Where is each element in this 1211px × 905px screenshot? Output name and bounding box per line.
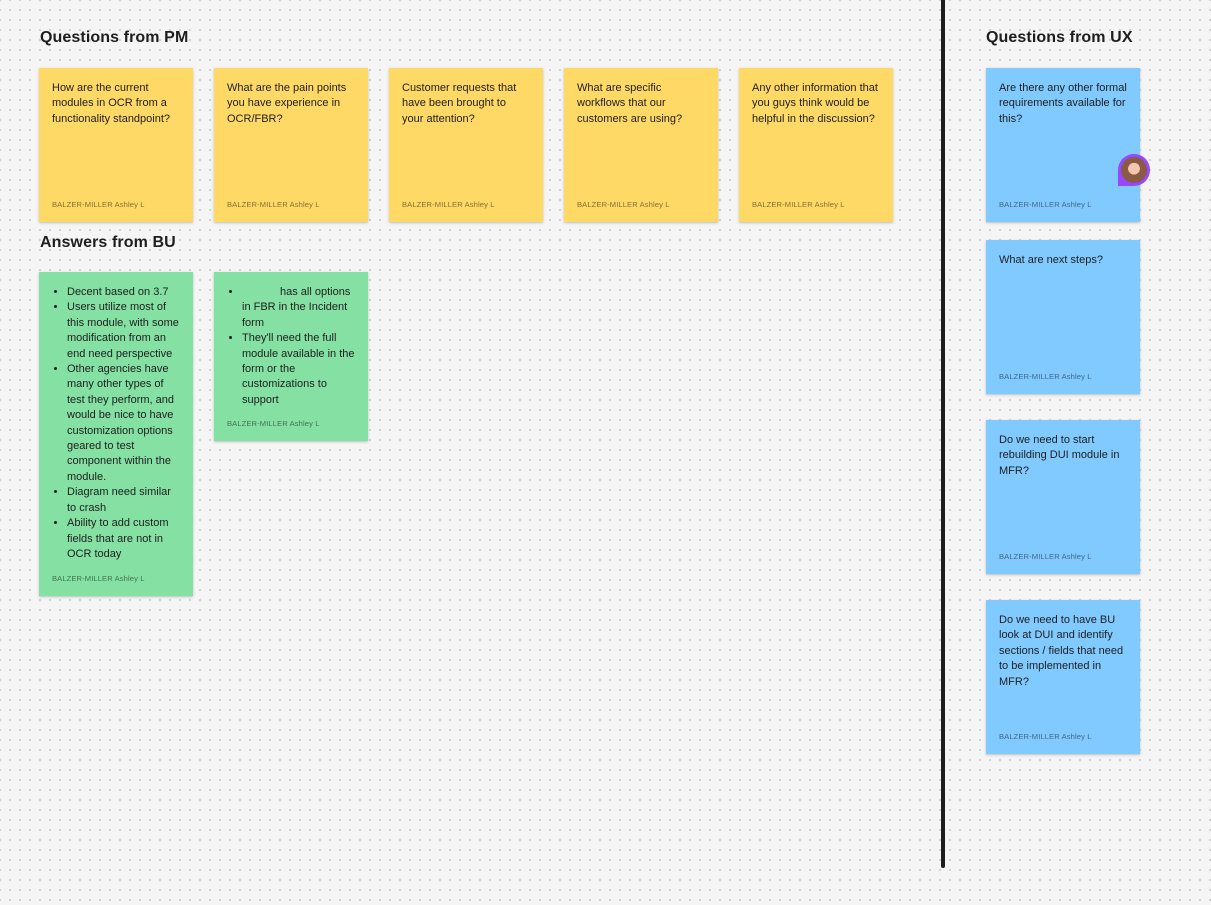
- sticky-text: What are next steps?: [999, 254, 1103, 266]
- list-item: Other agencies have many other types of …: [67, 362, 180, 485]
- list-item: Users utilize most of this module, with …: [67, 300, 180, 362]
- sticky-author: BALZER-MILLER Ashley L: [52, 200, 145, 209]
- sticky-author: BALZER-MILLER Ashley L: [752, 200, 845, 209]
- pm-sticky-note[interactable]: Customer requests that have been brought…: [389, 68, 543, 222]
- sticky-bullet-list: has all options in FBR in the Incident f…: [227, 285, 355, 408]
- list-item-text: has all options in FBR in the Incident f…: [242, 286, 351, 329]
- sticky-text: Do we need to start rebuilding DUI modul…: [999, 434, 1120, 477]
- list-item: Diagram need similar to crash: [67, 485, 180, 516]
- ux-sticky-note[interactable]: What are next steps? BALZER-MILLER Ashle…: [986, 240, 1140, 394]
- list-item: Decent based on 3.7: [67, 285, 180, 300]
- pm-sticky-note[interactable]: What are specific workflows that our cus…: [564, 68, 718, 222]
- sticky-author: BALZER-MILLER Ashley L: [999, 732, 1092, 741]
- list-item: Ability to add custom fields that are no…: [67, 516, 180, 562]
- section-divider: [941, 0, 945, 868]
- user-face-icon: [1121, 157, 1147, 183]
- sticky-text: Customer requests that have been brought…: [402, 82, 517, 125]
- sticky-text: Any other information that you guys thin…: [752, 82, 878, 125]
- ux-sticky-note[interactable]: Are there any other formal requirements …: [986, 68, 1140, 222]
- sticky-author: BALZER-MILLER Ashley L: [999, 372, 1092, 381]
- list-item: They'll need the full module available i…: [242, 331, 355, 408]
- bu-sticky-note[interactable]: has all options in FBR in the Incident f…: [214, 272, 368, 441]
- pm-sticky-note[interactable]: What are the pain points you have experi…: [214, 68, 368, 222]
- sticky-text: What are specific workflows that our cus…: [577, 82, 683, 125]
- sticky-text: Do we need to have BU look at DUI and id…: [999, 614, 1124, 688]
- sticky-author: BALZER-MILLER Ashley L: [577, 200, 670, 209]
- sticky-text: Are there any other formal requirements …: [999, 82, 1127, 125]
- sticky-text: How are the current modules in OCR from …: [52, 82, 171, 125]
- pm-sticky-note[interactable]: Any other information that you guys thin…: [739, 68, 893, 222]
- bu-sticky-note[interactable]: Decent based on 3.7 Users utilize most o…: [39, 272, 193, 596]
- section-title-bu: Answers from BU: [40, 234, 176, 251]
- sticky-bullet-list: Decent based on 3.7 Users utilize most o…: [52, 285, 180, 562]
- pm-sticky-note[interactable]: How are the current modules in OCR from …: [39, 68, 193, 222]
- ux-sticky-note[interactable]: Do we need to start rebuilding DUI modul…: [986, 420, 1140, 574]
- sticky-author: BALZER-MILLER Ashley L: [999, 200, 1092, 209]
- sticky-author: BALZER-MILLER Ashley L: [999, 552, 1092, 561]
- sticky-text: What are the pain points you have experi…: [227, 82, 347, 125]
- sticky-author: BALZER-MILLER Ashley L: [227, 419, 320, 428]
- sticky-author: BALZER-MILLER Ashley L: [402, 200, 495, 209]
- ux-sticky-note[interactable]: Do we need to have BU look at DUI and id…: [986, 600, 1140, 754]
- collaborator-avatar[interactable]: [1118, 154, 1150, 186]
- sticky-author: BALZER-MILLER Ashley L: [227, 200, 320, 209]
- sticky-author: BALZER-MILLER Ashley L: [52, 574, 145, 583]
- section-title-ux: Questions from UX: [986, 29, 1133, 46]
- section-title-pm: Questions from PM: [40, 29, 189, 46]
- list-item: has all options in FBR in the Incident f…: [242, 285, 355, 331]
